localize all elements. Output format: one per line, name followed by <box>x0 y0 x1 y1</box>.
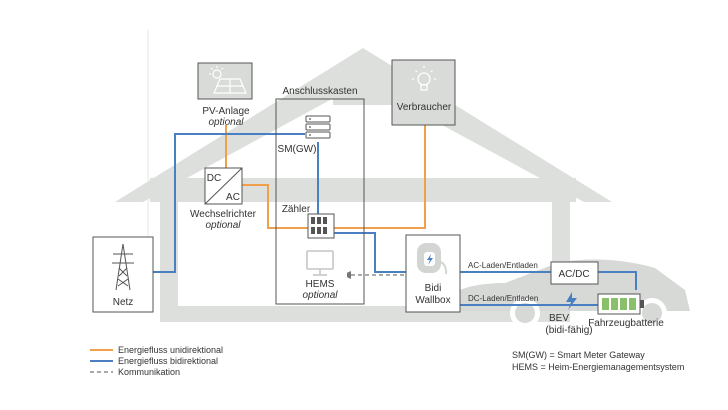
lightbulb-icon <box>412 66 436 91</box>
legend: Energiefluss unidirektional Energiefluss… <box>90 345 223 377</box>
fahrzeugbatterie-label: Fahrzeugbatterie <box>588 318 664 329</box>
pv-anlage-label: PV-Anlage <box>202 106 250 117</box>
flow-wallbox-ac-to-battery <box>460 271 637 290</box>
server-icon <box>305 115 331 139</box>
wr-optional-label: optional <box>205 220 241 231</box>
hems-label: HEMS <box>306 279 335 290</box>
bev-label: BEV <box>549 313 569 324</box>
meter-icon <box>307 213 335 239</box>
dc-label: DC <box>207 173 221 184</box>
smgw-label: SM(GW) <box>278 144 317 155</box>
wechselrichter-box <box>204 167 243 205</box>
zaehler-label: Zähler <box>282 204 311 215</box>
pv-anlage-box <box>197 62 253 100</box>
power-pylon-icon <box>112 243 134 291</box>
anschlusskasten-label: Anschlusskasten <box>282 86 357 97</box>
plug-bolt-icon <box>566 292 577 310</box>
wallbox-label: Wallbox <box>415 295 450 306</box>
verbraucher-box <box>391 59 456 126</box>
hems-definition: HEMS = Heim-Energiemanagementsystem <box>512 362 684 372</box>
legend-uni-label: Energiefluss unidirektional <box>118 345 223 355</box>
flow-meter-to-consumer <box>334 125 426 229</box>
bidirectional-flows <box>153 133 637 306</box>
flow-grid-to-smgw <box>153 133 305 273</box>
ac-laden-label: AC-Laden/Entladen <box>468 261 538 270</box>
legend-bi-label: Energiefluss bidirektional <box>118 356 218 366</box>
bev-sub-label: (bidi-fähig) <box>545 325 592 336</box>
solar-panel-icon <box>209 66 247 94</box>
wechselrichter-label: Wechselrichter <box>190 209 257 220</box>
ac-label: AC <box>226 192 240 203</box>
dc-laden-label: DC-Laden/Entladen <box>468 294 538 303</box>
monitor-icon <box>306 250 334 276</box>
hems-optional-label: optional <box>302 290 338 301</box>
acdc-label: AC/DC <box>558 269 589 280</box>
battery-icon <box>597 293 644 315</box>
flow-inverter-to-meter <box>242 184 310 229</box>
netz-box <box>92 236 154 313</box>
verbraucher-label: Verbraucher <box>397 102 452 113</box>
acdc-converter-box <box>550 261 599 285</box>
pv-optional-label: optional <box>208 117 244 128</box>
anschlusskasten-box <box>275 98 365 305</box>
smgw-definition: SM(GW) = Smart Meter Gateway <box>512 350 645 360</box>
wallbox-charger-icon <box>417 243 448 275</box>
bidi-label: Bidi <box>425 283 442 294</box>
legend-komm-label: Kommunikation <box>118 367 180 377</box>
flow-meter-to-wallbox <box>334 232 406 273</box>
netz-label: Netz <box>113 297 134 308</box>
